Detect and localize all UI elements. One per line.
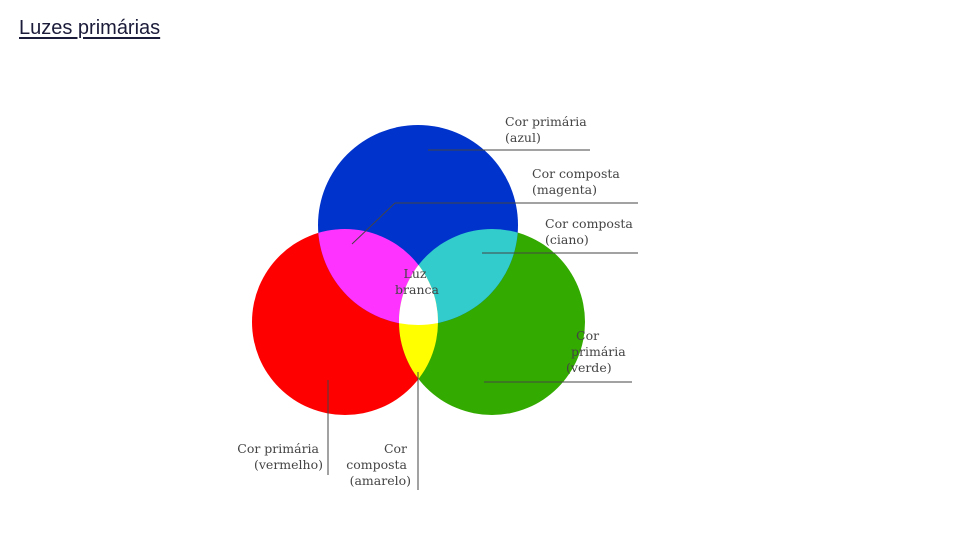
magenta-label: Cor composta (magenta) [532, 166, 624, 197]
leader-lines [327, 149, 638, 490]
red-label: Cor primária (vermelho) [237, 441, 323, 472]
blue-label: Cor primária (azul) [505, 114, 591, 145]
slide-title: Luzes primárias [19, 17, 161, 39]
cyan-label: Cor composta (ciano) [545, 216, 637, 247]
white-label: Luz branca [395, 266, 439, 297]
yellow-label: Cor composta (amarelo) [346, 441, 411, 488]
green-label: Cor primária (verde) [566, 328, 630, 375]
